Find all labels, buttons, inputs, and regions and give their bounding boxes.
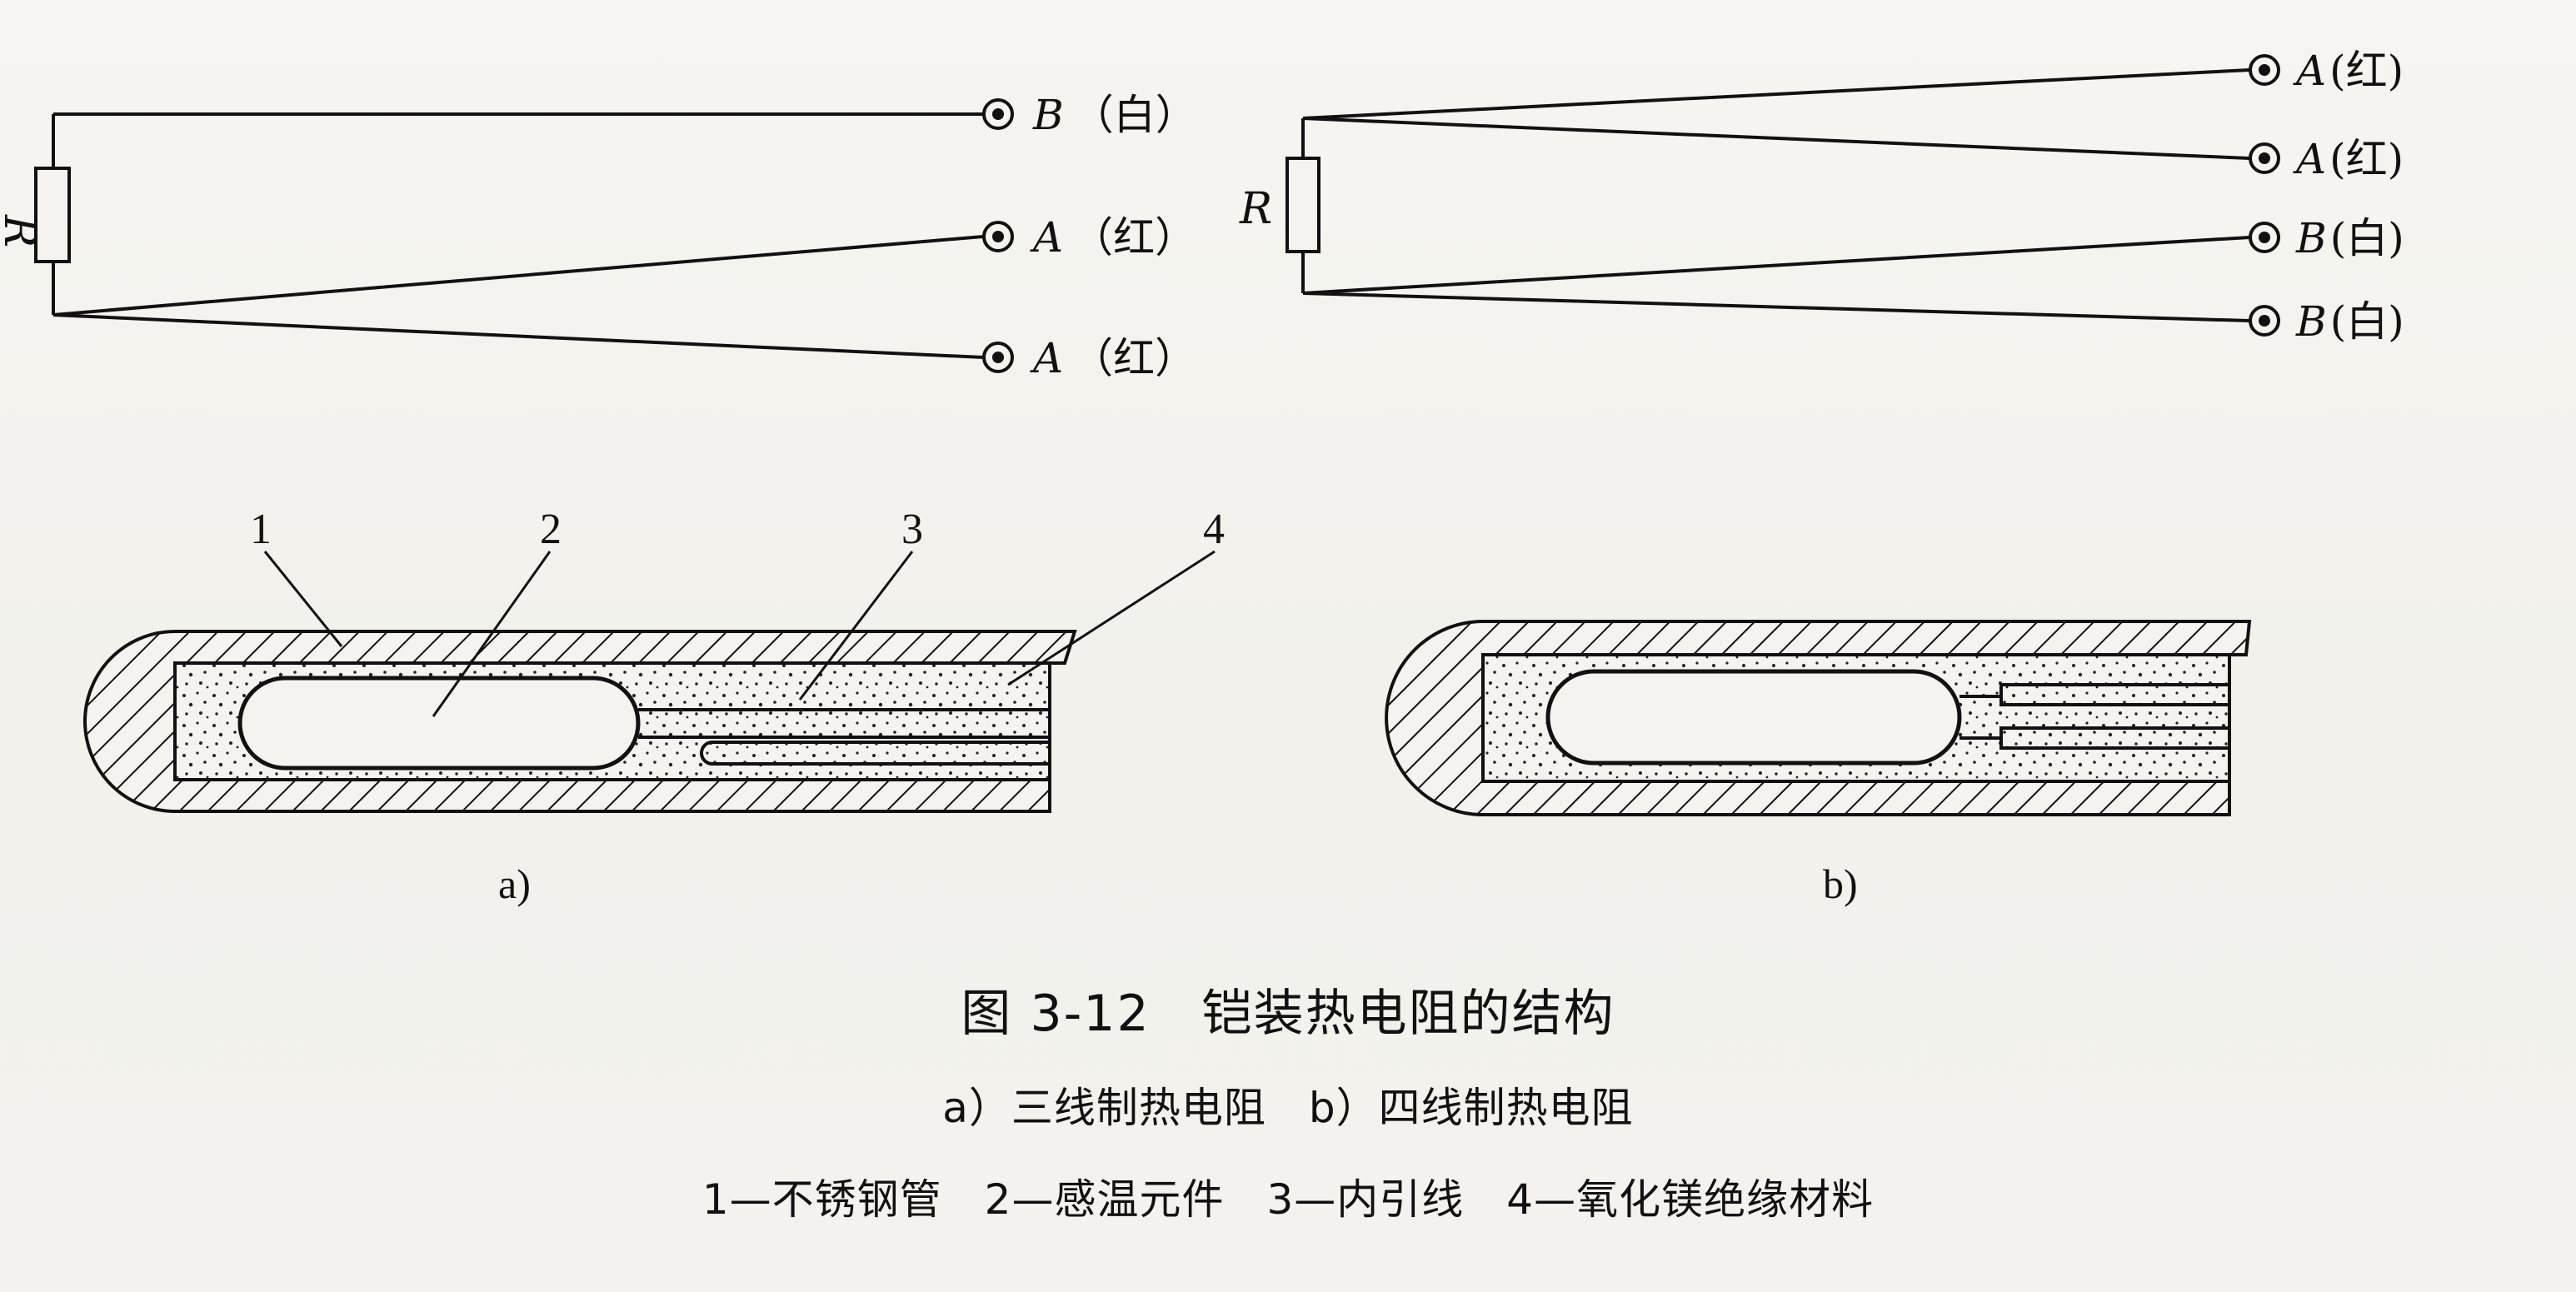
four-wire-terminal-label: B(白) <box>2295 297 2404 346</box>
four-wire-terminal-label: A(红) <box>2293 135 2404 183</box>
structure-b-label: b) <box>1823 861 1858 907</box>
sensing-element <box>1545 669 1962 766</box>
inner-lead-wire <box>700 741 1050 766</box>
three-wire-terminal-icon <box>982 221 1014 252</box>
four-wire-terminal-icon <box>2249 222 2280 253</box>
three-wire-terminal-icon <box>982 98 1014 130</box>
four-wire-terminal-icon <box>2249 142 2280 174</box>
callout-4: 4 <box>1203 506 1225 553</box>
three-wire-terminal-icon <box>982 342 1014 373</box>
figure-title: 图 3-12 铠装热电阻的结构 <box>961 985 1615 1043</box>
structure-b: b) <box>1385 620 2252 907</box>
inner-lead-wire <box>638 708 1050 739</box>
structure-a-label: a) <box>498 861 531 907</box>
stainless-steel-tube <box>83 630 1077 813</box>
stainless-steel-tube <box>1385 620 2252 816</box>
four-wire-terminal-icon <box>2249 305 2280 337</box>
four-wire-terminal-icon <box>2249 54 2280 86</box>
four-wire-resistor <box>1286 157 1320 253</box>
three-wire-terminal-label: A（红） <box>1030 213 1196 262</box>
three-wire-resistor-label: R <box>0 214 44 247</box>
sensing-element <box>237 676 641 771</box>
four-wire-terminal-label: A(红) <box>2293 47 2404 95</box>
callout-1: 1 <box>250 506 272 553</box>
four-wire-resistor-label: R <box>1239 184 1272 234</box>
structure-a: 1 2 3 4 a) <box>83 506 1225 907</box>
callout-2: 2 <box>540 506 562 553</box>
three-wire-circuit: R B（白） A（红） A（红） <box>0 91 1197 382</box>
three-wire-terminal-label: B（白） <box>1032 91 1197 139</box>
four-wire-terminal-label: B(白) <box>2295 214 2404 262</box>
three-wire-resistor <box>34 167 71 263</box>
three-wire-terminal-label: A（红） <box>1030 334 1196 382</box>
four-wire-circuit: R A(红) A(红) B(白) B(白) <box>1239 47 2404 346</box>
inner-lead-wire <box>1959 683 2229 750</box>
figure-subtitle: a）三线制热电阻 b）四线制热电阻 <box>942 1084 1634 1132</box>
callout-3: 3 <box>901 506 923 553</box>
figure-legend: 1—不锈钢管 2—感温元件 3—内引线 4—氧化镁绝缘材料 <box>701 1175 1875 1224</box>
